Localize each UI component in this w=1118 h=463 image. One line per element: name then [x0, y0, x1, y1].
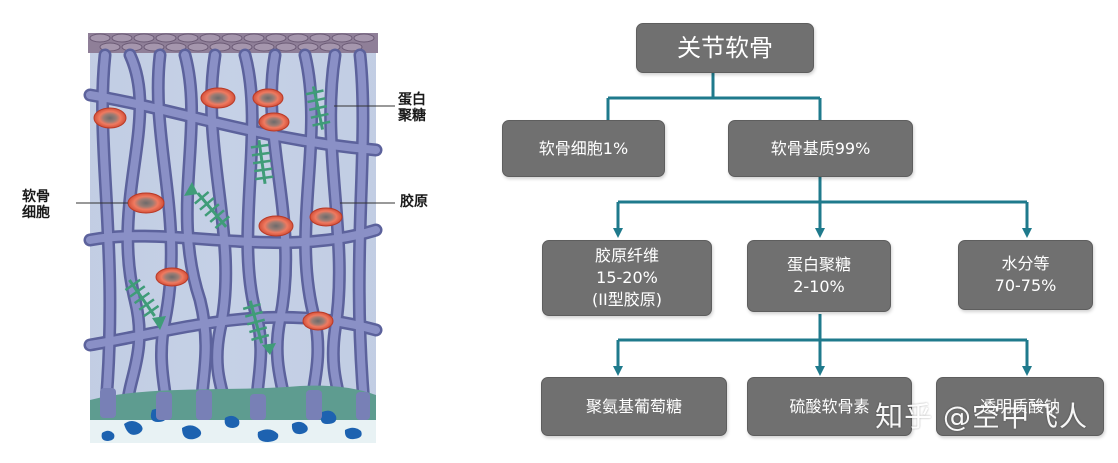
label-collagen: 胶原 — [400, 194, 428, 210]
label-proteoglycan: 蛋白 聚糖 — [398, 92, 426, 124]
node-label: 胶原纤维 — [594, 246, 659, 265]
node-label: 聚氨基葡萄糖 — [585, 396, 682, 416]
node-water: 水分等 70-75% — [958, 240, 1093, 310]
node-chondrocytes: 软骨细胞1% — [502, 120, 665, 177]
bone-base — [90, 385, 376, 443]
node-chondroitin-sulfate: 硫酸软骨素 — [747, 377, 912, 436]
node-label: (II型胶原) — [592, 290, 662, 309]
node-label: 70-75% — [994, 276, 1057, 295]
node-label: 水分等 — [1001, 254, 1050, 273]
label-line: 蛋白 — [398, 92, 426, 108]
node-label: 硫酸软骨素 — [789, 396, 870, 416]
node-articular-cartilage: 关节软骨 — [636, 23, 814, 73]
label-line: 聚糖 — [398, 108, 426, 124]
label-line: 软骨 — [22, 189, 50, 205]
node-label: 软骨基质99% — [770, 138, 871, 158]
label-chondrocyte: 软骨 细胞 — [22, 189, 50, 221]
node-cartilage-matrix: 软骨基质99% — [728, 120, 913, 177]
label-leader-lines — [76, 105, 395, 204]
watermark: 知乎 @空中飞人 — [875, 400, 1088, 433]
node-glucosamine: 聚氨基葡萄糖 — [541, 377, 727, 436]
node-sodium-hyaluronate: 透明质酸钠 — [936, 377, 1104, 436]
node-label: 蛋白聚糖 — [786, 255, 851, 274]
node-collagen-fibers: 胶原纤维 15-20% (II型胶原) — [542, 240, 712, 316]
node-label: 2-10% — [793, 277, 845, 296]
surface-layer — [88, 33, 378, 53]
node-label: 透明质酸钠 — [979, 396, 1060, 416]
node-label: 软骨细胞1% — [538, 138, 629, 158]
node-label: 关节软骨 — [677, 34, 773, 62]
proteoglycan-arrows — [152, 182, 276, 355]
node-proteoglycan: 蛋白聚糖 2-10% — [747, 240, 891, 312]
chondrocytes — [93, 87, 343, 331]
label-line: 细胞 — [22, 205, 50, 221]
node-label: 15-20% — [596, 268, 658, 287]
cartilage-structure-illustration — [76, 33, 395, 443]
